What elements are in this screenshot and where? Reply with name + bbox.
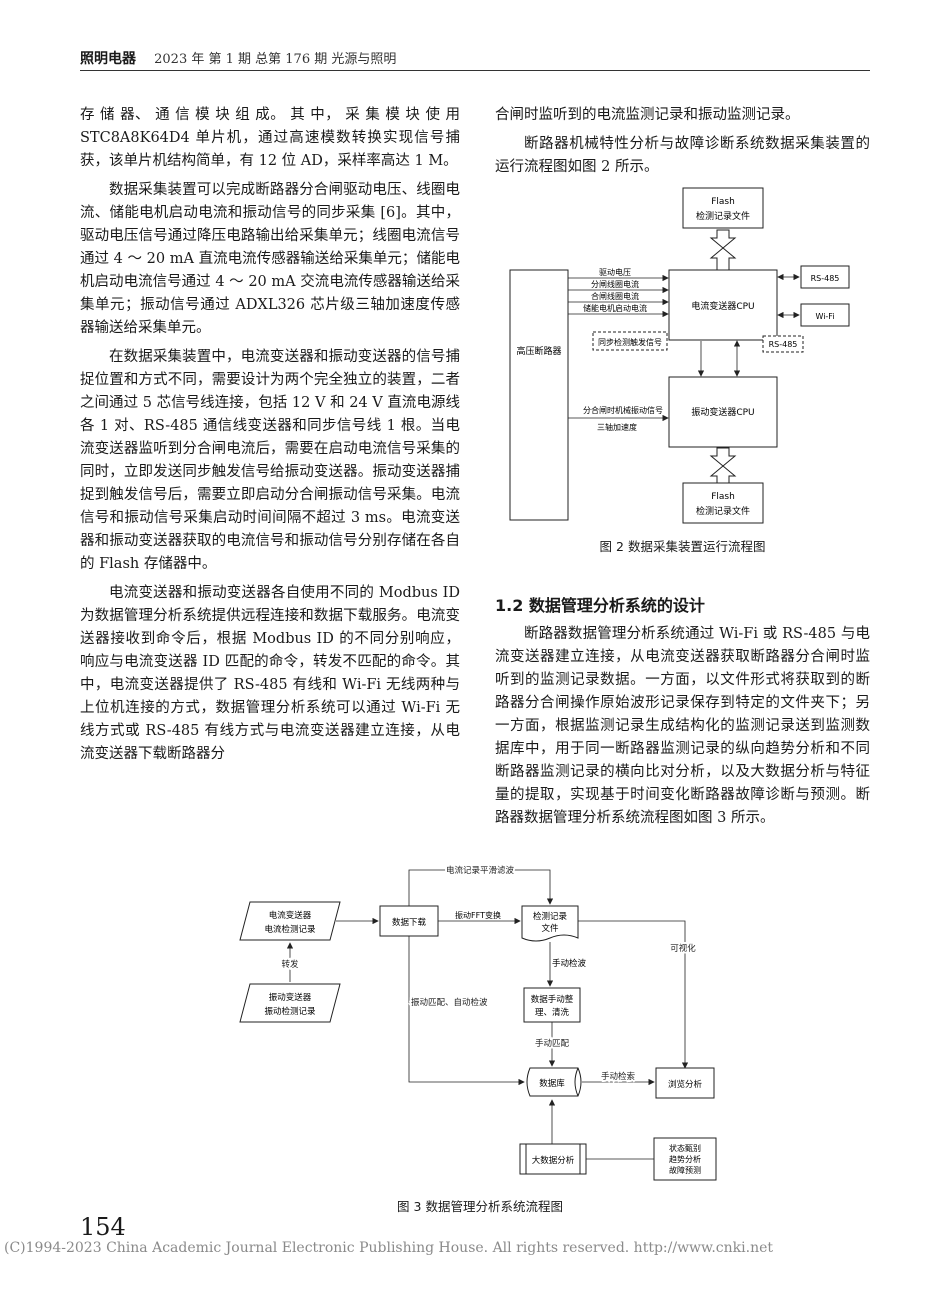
flash-bottom-label: Flash xyxy=(711,492,735,502)
record-file-box xyxy=(521,905,579,942)
vib-record-box xyxy=(239,983,341,1023)
manual-check-label: 手动检波 xyxy=(552,958,587,969)
rs485-mid-label: RS-485 xyxy=(769,340,798,349)
double-arrow xyxy=(709,229,737,249)
state-box xyxy=(653,1137,717,1181)
current-record-box xyxy=(239,901,341,941)
manual-search-label: 手动检索 xyxy=(601,1071,635,1082)
record-file-label: 文件 xyxy=(541,923,559,934)
right-column-mid: 1.2 数据管理分析系统的设计 断路器数据管理分析系统通过 Wi-Fi 或 RS… xyxy=(495,594,870,836)
state-label: 趋势分析 xyxy=(669,1154,701,1164)
vib-record-label: 振动检测记录 xyxy=(264,1006,316,1017)
paragraph: 电流变送器和振动变送器各自使用不同的 Modbus ID 为数据管理分析系统提供… xyxy=(80,585,460,762)
clean-box xyxy=(523,987,581,1023)
issue-info: 2023 年 第 1 期 总第 176 期 光源与照明 xyxy=(154,52,397,67)
rs485-mid-box xyxy=(762,335,804,353)
section-title: 1.2 数据管理分析系统的设计 xyxy=(495,596,705,615)
running-header: 照明电器 2023 年 第 1 期 总第 176 期 光源与照明 xyxy=(80,48,870,71)
auto-match-label: 振动匹配、自动检波 xyxy=(411,997,488,1008)
signal-label: 储能电机启动电流 xyxy=(583,303,647,313)
state-label: 故障预测 xyxy=(669,1165,701,1175)
paragraph: 数据采集装置可以完成断路器分合闸驱动电压、线圈电流、储能电机启动电流和振动信号的… xyxy=(80,182,460,336)
record-file-label: 检测记录 xyxy=(533,911,568,922)
clean-label: 数据手动整 xyxy=(531,994,574,1005)
breaker-label: 高压断路器 xyxy=(516,345,561,357)
page-number: 154 xyxy=(80,1213,126,1241)
browse-label: 浏览分析 xyxy=(668,1079,703,1090)
wifi-label: Wi-Fi xyxy=(815,312,834,321)
current-cpu-box xyxy=(668,269,778,341)
accel-label: 三轴加速度 xyxy=(597,422,637,432)
bigdata-label: 大数据分析 xyxy=(532,1155,575,1166)
state-label: 状态甄别 xyxy=(669,1143,701,1153)
journal-name: 照明电器 xyxy=(80,51,136,67)
sync-label: 同步检测触发信号 xyxy=(598,337,662,347)
paragraph: 存 储 器、 通 信 模 块 组 成。 其 中， 采 集 模 块 使 用 STC… xyxy=(80,107,460,169)
fft-label: 振动FFT变换 xyxy=(455,910,501,920)
rs485-label: RS-485 xyxy=(811,274,840,283)
double-arrow xyxy=(709,247,737,271)
smooth-label: 电流记录平滑滤波 xyxy=(446,865,515,876)
clean-label: 理、清洗 xyxy=(535,1007,570,1018)
paragraph: 合闸时监听到的电流监测记录和振动监测记录。 xyxy=(495,107,800,123)
forward-label: 转发 xyxy=(281,959,299,970)
left-column: 存 储 器、 通 信 模 块 组 成。 其 中， 采 集 模 块 使 用 STC… xyxy=(80,104,460,772)
right-column-top: 合闸时监听到的电流监测记录和振动监测记录。 断路器机械特性分析与故障诊断系统数据… xyxy=(495,104,870,185)
vib-cpu-label: 振动变送器CPU xyxy=(691,406,754,418)
figure-2-flowchart: Flash 检测记录文件 高压断路器 电流变送器CPU 驱动电压 分闸线圈电流 … xyxy=(509,187,850,524)
download-box xyxy=(379,905,439,937)
current-cpu-label: 电流变送器CPU xyxy=(691,300,754,312)
flash-top-label: Flash xyxy=(711,197,735,207)
visual-label: 可视化 xyxy=(670,943,696,954)
vib-record-label: 振动变送器 xyxy=(269,992,312,1003)
rs485-box xyxy=(800,265,850,289)
paragraph: 断路器机械特性分析与故障诊断系统数据采集装置的运行流程图如图 2 所示。 xyxy=(495,136,870,175)
flash-bottom-label: 检测记录文件 xyxy=(696,505,750,517)
sync-label-box xyxy=(592,331,668,351)
manual-match-label: 手动匹配 xyxy=(535,1038,570,1049)
double-arrow xyxy=(709,465,737,484)
figure-3-caption: 图 3 数据管理分析系统流程图 xyxy=(397,1199,563,1214)
figure-3-flowchart: 电流变送器 电流检测记录 转发 振动变送器 振动检测记录 数据下载 电流记录平滑… xyxy=(239,863,717,1181)
flash-top-label: 检测记录文件 xyxy=(696,210,750,222)
download-label: 数据下载 xyxy=(392,917,427,928)
figure-2-caption: 图 2 数据采集装置运行流程图 xyxy=(599,539,766,554)
signal-label: 合闸线圈电流 xyxy=(591,291,639,301)
breaker-box xyxy=(509,269,569,521)
browse-box xyxy=(655,1067,715,1099)
vib-signal-label: 分合闸时机械振动信号 xyxy=(583,405,663,415)
signal-label: 分闸线圈电流 xyxy=(591,279,639,289)
database-label: 数据库 xyxy=(539,1078,565,1089)
signal-label: 驱动电压 xyxy=(599,267,631,277)
current-record-label: 电流检测记录 xyxy=(264,924,316,935)
current-record-label: 电流变送器 xyxy=(269,910,312,921)
paragraph: 在数据采集装置中，电流变送器和振动变送器的信号捕捉位置和方式不同，需要设计为两个… xyxy=(80,349,460,572)
copyright-watermark: (C)1994-2023 China Academic Journal Elec… xyxy=(4,1240,774,1256)
vib-cpu-box xyxy=(668,376,778,448)
wifi-box xyxy=(800,303,850,327)
flash-bottom-box xyxy=(682,482,764,524)
flash-top-box xyxy=(682,187,764,229)
paragraph: 断路器数据管理分析系统通过 Wi-Fi 或 RS-485 与电流变送器建立连接，… xyxy=(495,626,870,826)
double-arrow xyxy=(709,447,737,467)
